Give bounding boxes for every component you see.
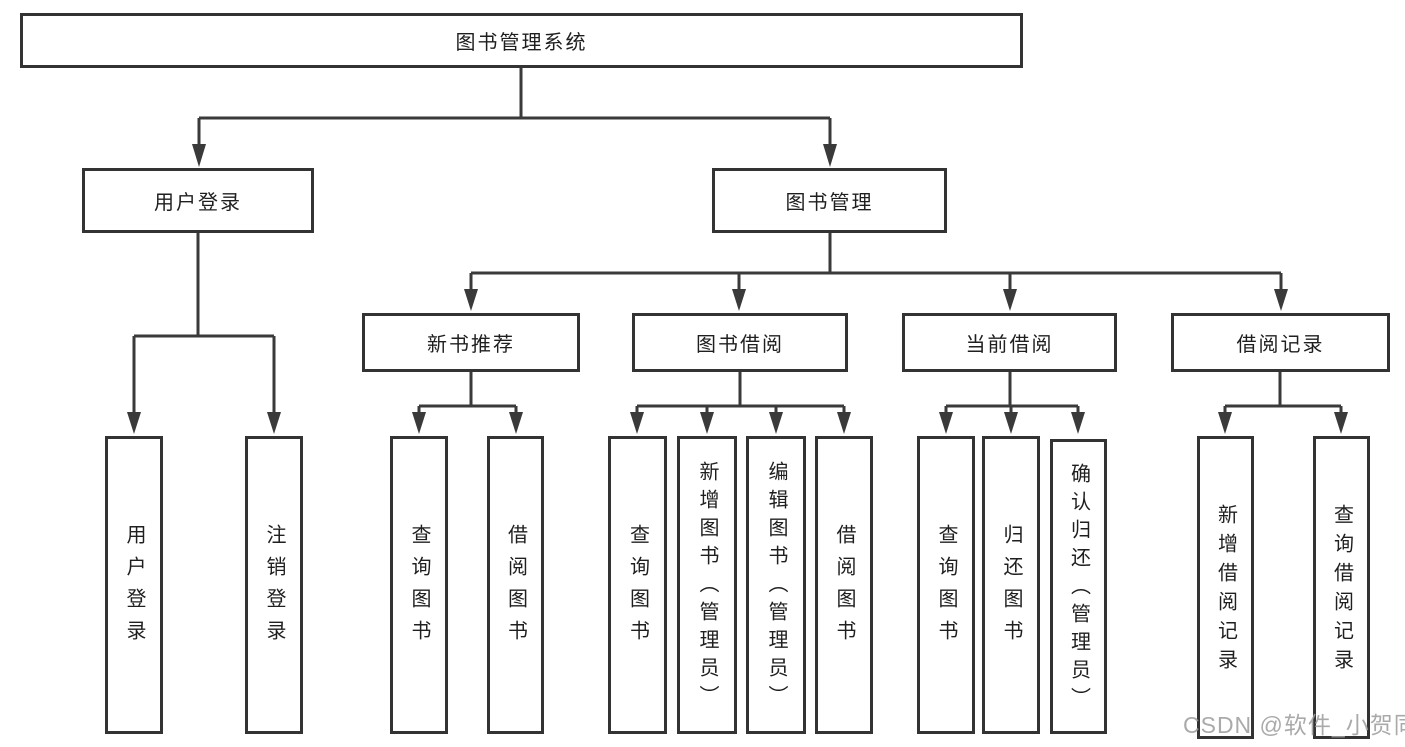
leaf-user-login: 用户登录 [105, 436, 163, 734]
leaf-query-books-recommend: 查询图书 [390, 436, 448, 734]
leaf-confirm-return-admin: 确认归还（管理员） [1050, 439, 1107, 734]
node-current-borrowing: 当前借阅 [902, 313, 1117, 372]
leaf-logout: 注销登录 [245, 436, 303, 734]
leaf-borrow-books-recommend: 借阅图书 [487, 436, 544, 734]
node-new-book-recommend: 新书推荐 [362, 313, 580, 372]
leaf-return-books: 归还图书 [982, 436, 1040, 734]
watermark-csdn: CSDN @软件_小贺同学 [1183, 712, 1405, 738]
node-library-system: 图书管理系统 [20, 13, 1023, 68]
node-borrowing-records: 借阅记录 [1171, 313, 1390, 372]
leaf-query-books-borrowing: 查询图书 [608, 436, 667, 734]
leaf-edit-books-admin: 编辑图书（管理员） [746, 436, 806, 734]
leaf-borrow-books-borrowing: 借阅图书 [815, 436, 873, 734]
leaf-add-borrow-record: 新增借阅记录 [1197, 436, 1254, 739]
leaf-query-books-current: 查询图书 [917, 436, 975, 734]
node-book-management: 图书管理 [712, 168, 947, 233]
node-user-login: 用户登录 [82, 168, 314, 233]
node-book-borrowing: 图书借阅 [632, 313, 848, 372]
leaf-add-books-admin: 新增图书（管理员） [677, 436, 737, 734]
leaf-query-borrow-record: 查询借阅记录 [1313, 436, 1370, 739]
